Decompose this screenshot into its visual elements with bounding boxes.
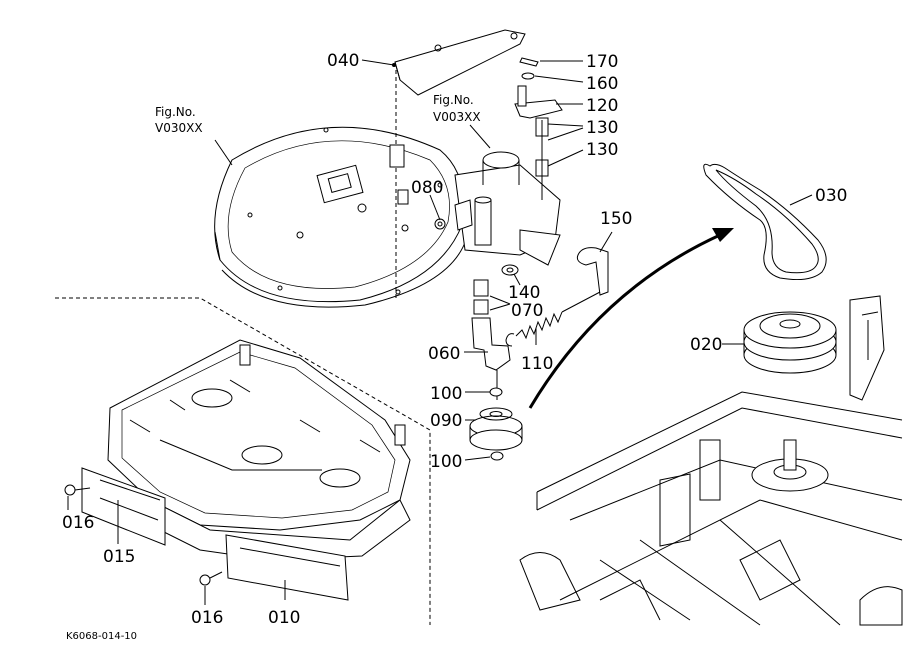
label-070: 070 — [511, 301, 543, 321]
label-040: 040 — [327, 51, 359, 71]
belt-route-arrow — [528, 228, 734, 409]
label-030: 030 — [815, 186, 847, 206]
deck-plate — [214, 126, 467, 308]
label-160: 160 — [586, 74, 618, 94]
label-110: 110 — [521, 354, 553, 374]
label-016-lower: 016 — [191, 608, 223, 628]
label-100-upper: 100 — [430, 384, 462, 404]
label-060: 060 — [428, 344, 460, 364]
part-040-bracket — [389, 29, 526, 300]
part-090-idler-pulley — [469, 407, 523, 451]
part-100-washer-top — [489, 387, 503, 397]
label-020: 020 — [690, 335, 722, 355]
idler-arm-assembly — [454, 151, 561, 266]
fig-ref-v030xx-line1: Fig.No. — [155, 105, 196, 119]
label-010: 010 — [268, 608, 300, 628]
part-020-drive-pulley — [743, 311, 837, 374]
fig-ref-v003xx-line1: Fig.No. — [433, 93, 474, 107]
tractor-frame — [519, 295, 903, 626]
fig-ref-v030xx-line2: V030XX — [155, 121, 203, 135]
part-030-belt — [703, 163, 827, 280]
part-070-bushings — [473, 279, 489, 315]
part-010-shield — [225, 534, 349, 601]
mower-deck — [55, 297, 431, 625]
label-015: 015 — [103, 547, 135, 567]
part-016-bolt-lower — [199, 571, 223, 586]
part-015-shield — [81, 467, 166, 546]
pivot-stack — [514, 57, 563, 200]
part-150-link — [576, 247, 609, 296]
part-100-washer-bottom — [490, 451, 504, 461]
label-140: 140 — [508, 283, 540, 303]
label-150: 150 — [600, 209, 632, 229]
part-110-spring — [505, 291, 601, 347]
leader-lines — [67, 59, 813, 605]
label-100-lower: 100 — [430, 452, 462, 472]
drawing-code: K6068-014-10 — [66, 631, 137, 642]
label-120: 120 — [586, 96, 618, 116]
part-080-nut — [434, 218, 446, 230]
label-080: 080 — [411, 178, 443, 198]
label-016-upper: 016 — [62, 513, 94, 533]
label-130-lower: 130 — [586, 140, 618, 160]
part-140-washer — [501, 264, 519, 276]
label-130-upper: 130 — [586, 118, 618, 138]
fig-ref-v003xx-line2: V003XX — [433, 110, 481, 124]
part-060-arm — [471, 317, 511, 400]
part-016-bolt-upper — [64, 484, 91, 496]
label-170: 170 — [586, 52, 618, 72]
label-090: 090 — [430, 411, 462, 431]
